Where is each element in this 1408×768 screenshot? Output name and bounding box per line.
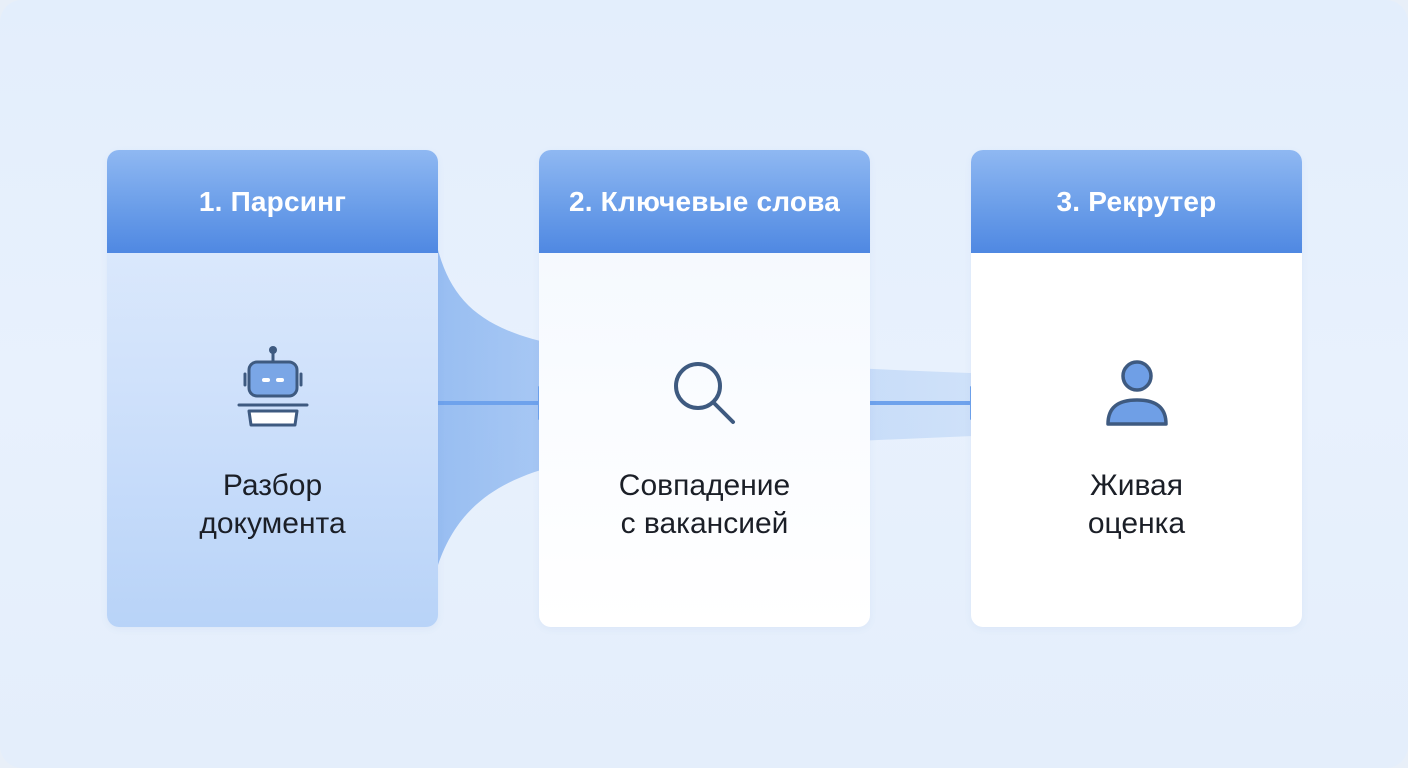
step-title: 2. Ключевые слова <box>568 185 841 217</box>
step-recruiter-card: 3. Рекрутер Живая оценка <box>971 150 1302 627</box>
step-description: Совпадение с вакансией <box>618 469 791 540</box>
step-keywords-card: 2. Ключевые слова Совпадение с вакансией <box>539 150 870 627</box>
step-description: Разбор документа <box>199 469 346 540</box>
step-header: 2. Ключевые слова <box>539 150 870 253</box>
step-header: 3. Рекрутер <box>971 150 1302 253</box>
step-title: 3. Рекрутер <box>1056 185 1217 217</box>
funnel-band <box>438 250 1302 565</box>
magnifier-icon <box>539 358 870 430</box>
person-icon <box>971 358 1302 430</box>
step-description: Живая оценка <box>1087 469 1186 540</box>
robot-icon <box>107 345 438 429</box>
step-header: 1. Парсинг <box>107 150 438 253</box>
step-parsing-card: 1. Парсинг Разбор документа <box>107 150 438 627</box>
step-title: 1. Парсинг <box>198 185 347 217</box>
